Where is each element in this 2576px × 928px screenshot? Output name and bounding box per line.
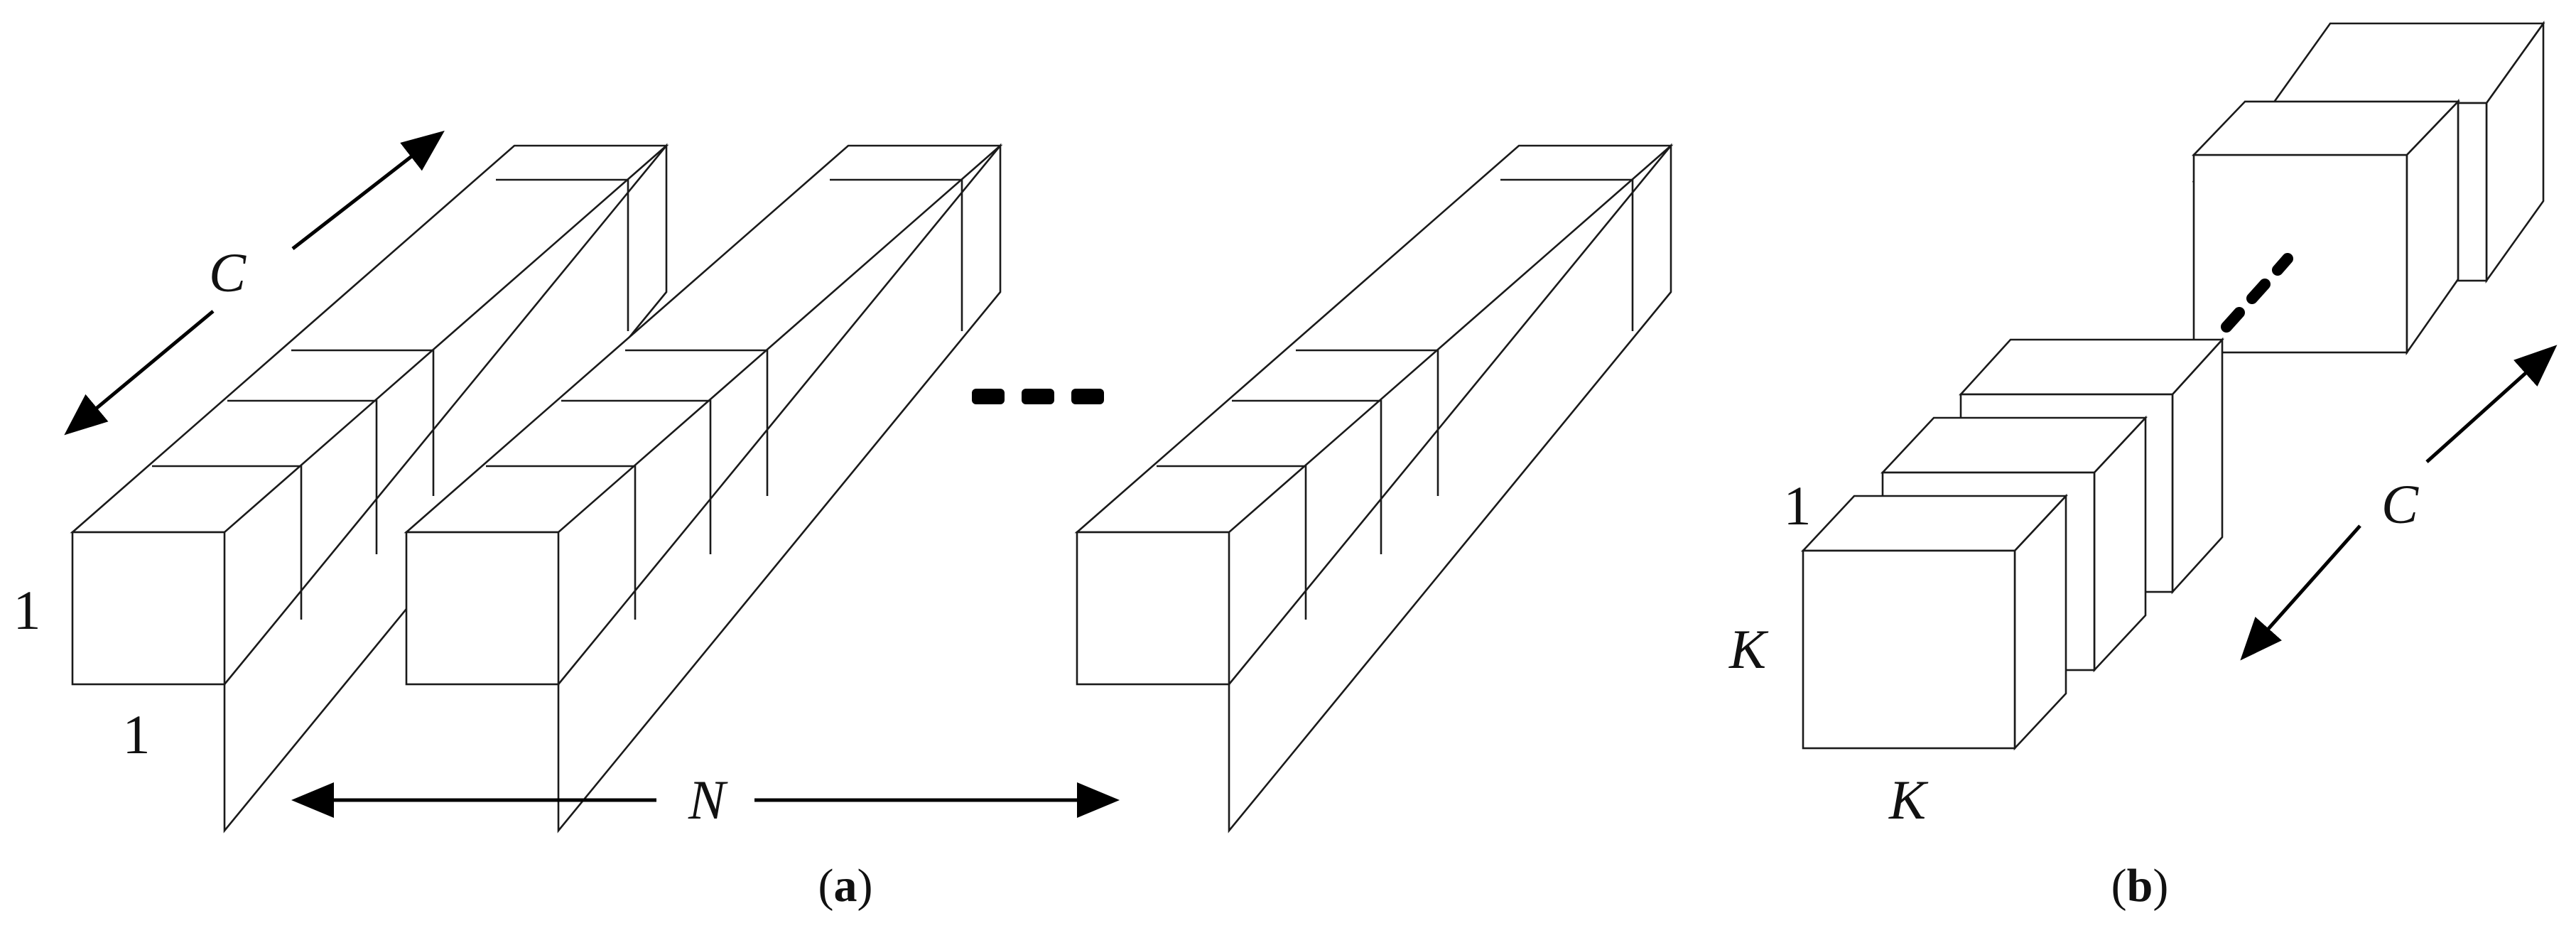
pointwise-kernel-column-2 — [404, 143, 1003, 833]
column-2-unit-dividers — [486, 178, 963, 620]
width-label-a: 1 — [123, 703, 151, 765]
channels-arrow-a — [64, 130, 445, 436]
height-label-b: K — [1728, 618, 1769, 680]
panel-b: 1 K K C (b) — [1728, 20, 2558, 912]
kernel-slice-1 — [1801, 493, 2068, 751]
pointwise-kernel-column-1 — [70, 143, 669, 833]
column-1-right-face — [223, 143, 668, 833]
slice-ellipsis-dot-3 — [2272, 253, 2293, 276]
ellipsis-dot-2 — [1022, 389, 1054, 404]
channels-label-b: C — [2381, 473, 2419, 535]
kernel-slice-1-front-face — [1802, 549, 2016, 750]
width-label-b: K — [1888, 769, 1929, 831]
ellipsis-dot-3 — [1071, 389, 1104, 404]
channels-arrow-b — [2240, 345, 2558, 661]
caption-a: (a) — [818, 860, 873, 912]
kernel-slice-back-1 — [2191, 98, 2461, 356]
count-label-n: N — [688, 769, 728, 831]
slice-ellipsis-dot-2 — [2246, 279, 2271, 304]
column-1-unit-dividers — [152, 178, 629, 620]
column-n-unit-dividers — [1157, 178, 1634, 620]
panel-a: C 1 1 N (a) — [13, 130, 1674, 912]
pointwise-kernel-column-n — [1074, 143, 1674, 833]
columns-ellipsis — [972, 389, 1104, 404]
ellipsis-dot-1 — [972, 389, 1005, 404]
column-2-front-face — [405, 531, 560, 686]
height-label-a: 1 — [13, 579, 41, 641]
column-n-right-face — [1228, 143, 1672, 833]
slices-ellipsis — [2221, 253, 2293, 333]
slice-ellipsis-dot-1 — [2221, 307, 2245, 333]
column-1-front-face — [71, 531, 226, 686]
depth-label-b: 1 — [1784, 475, 1812, 536]
channels-label-a: C — [209, 242, 247, 303]
column-n-front-face — [1076, 531, 1230, 686]
caption-b: (b) — [2111, 860, 2169, 912]
column-2-right-face — [557, 143, 1002, 833]
